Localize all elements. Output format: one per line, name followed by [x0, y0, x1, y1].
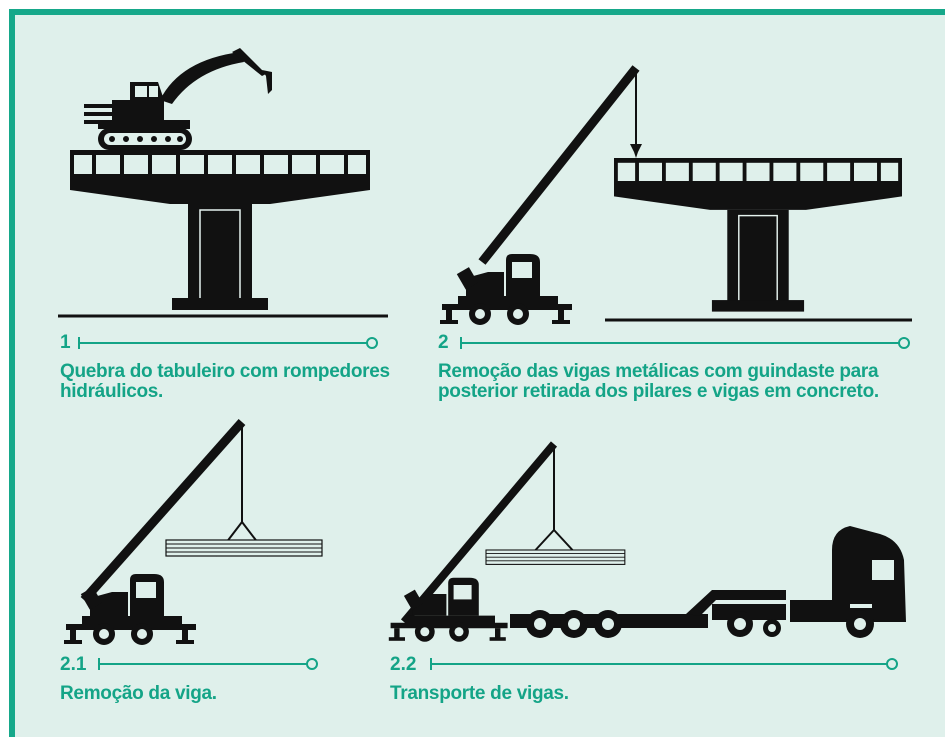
step-2-2-timeline	[430, 658, 898, 670]
step-2-2-caption: Transporte de vigas.	[390, 683, 569, 704]
step-2-1-timeline	[98, 658, 318, 670]
illustration-excavator-on-bridge	[58, 48, 388, 318]
step-1-caption-line1: Quebra do tabuleiro com rompedores	[60, 361, 390, 382]
illustration-crane-holding-beam	[64, 419, 323, 645]
step-1-timeline	[78, 337, 378, 349]
step-2-caption-line2: posterior retirada dos pilares e vigas e…	[438, 381, 879, 402]
step-2-1-caption: Remoção da viga.	[60, 683, 217, 704]
step-1-caption: Quebra do tabuleiro com rompedores hidrá…	[60, 362, 390, 402]
step-1-number: 1	[60, 332, 71, 353]
step-2-caption-line1: Remoção das vigas metálicas com guindast…	[438, 361, 879, 382]
step-2-number: 2	[438, 332, 449, 353]
step-2-caption: Remoção das vigas metálicas com guindast…	[438, 362, 879, 402]
step-2-1-number: 2.1	[60, 654, 87, 675]
illustration-crane-lifting-beam-from-bridge	[440, 65, 912, 325]
illustration-crane-loading-truck	[388, 441, 906, 642]
step-2-timeline	[460, 337, 910, 349]
step-1-caption-line2: hidráulicos.	[60, 381, 164, 402]
step-2-2-number: 2.2	[390, 654, 417, 675]
